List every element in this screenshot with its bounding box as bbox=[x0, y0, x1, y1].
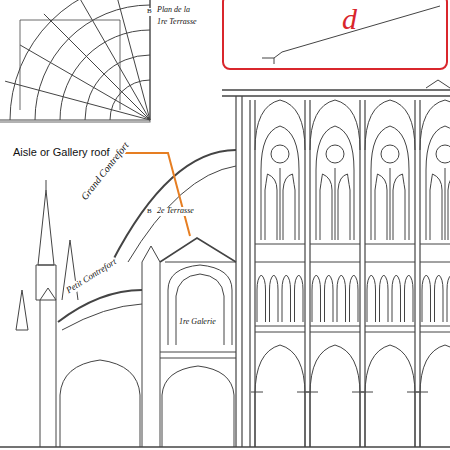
stroke bbox=[312, 275, 321, 322]
stroke bbox=[447, 275, 450, 322]
stroke bbox=[392, 275, 401, 322]
highlight-box: d bbox=[222, 0, 448, 70]
stroke bbox=[375, 168, 390, 240]
stroke bbox=[305, 100, 310, 447]
stroke bbox=[282, 275, 291, 322]
stroke bbox=[436, 145, 450, 163]
stroke bbox=[0, 120, 150, 121]
stroke bbox=[35, 5, 150, 120]
stroke bbox=[20, 20, 120, 110]
stroke bbox=[350, 275, 359, 322]
stroke bbox=[261, 126, 299, 240]
stroke bbox=[448, 174, 450, 240]
stroke bbox=[265, 168, 280, 240]
reference-letter: B bbox=[146, 8, 153, 16]
part-label: 2e Terrasse bbox=[156, 207, 195, 216]
stroke bbox=[365, 100, 415, 150]
stroke bbox=[257, 275, 266, 322]
stroke bbox=[255, 345, 305, 447]
stroke bbox=[380, 275, 389, 322]
part-label: Plan de la bbox=[156, 6, 191, 15]
stroke bbox=[10, 0, 150, 120]
stroke bbox=[367, 275, 376, 322]
stroke bbox=[5, 81, 150, 120]
stroke bbox=[150, 0, 151, 120]
stroke bbox=[416, 392, 450, 393]
part-label: Petit Contrefort bbox=[64, 257, 119, 297]
stroke bbox=[75, 0, 150, 120]
stroke bbox=[320, 168, 335, 240]
stroke bbox=[365, 244, 415, 262]
stroke bbox=[20, 45, 150, 120]
stroke bbox=[365, 326, 415, 332]
stroke bbox=[310, 244, 360, 262]
stroke bbox=[420, 244, 450, 262]
stroke bbox=[435, 275, 444, 322]
stroke bbox=[295, 275, 304, 322]
stroke bbox=[325, 275, 334, 322]
stroke bbox=[306, 392, 364, 393]
stroke bbox=[361, 392, 419, 393]
stroke bbox=[393, 174, 405, 240]
nave-bays bbox=[250, 100, 450, 447]
stroke bbox=[283, 174, 295, 240]
stroke bbox=[326, 145, 344, 163]
stroke bbox=[271, 145, 289, 163]
stroke bbox=[360, 100, 365, 447]
stroke bbox=[111, 0, 150, 120]
stroke bbox=[420, 345, 450, 447]
stroke bbox=[430, 168, 445, 240]
stroke bbox=[365, 345, 415, 447]
callout-label: Aisle or Gallery roof bbox=[12, 146, 111, 158]
stroke bbox=[255, 326, 305, 332]
stroke bbox=[381, 145, 399, 163]
reference-letter: B bbox=[146, 208, 153, 216]
box-letter: d bbox=[342, 2, 357, 35]
stroke bbox=[422, 275, 431, 322]
stroke bbox=[371, 126, 409, 240]
stroke bbox=[255, 244, 305, 262]
stroke bbox=[270, 275, 279, 322]
stroke bbox=[310, 100, 360, 150]
stroke bbox=[420, 100, 450, 150]
stroke bbox=[338, 174, 350, 240]
stroke bbox=[250, 100, 255, 447]
stroke bbox=[44, 14, 150, 120]
stroke bbox=[251, 392, 309, 393]
stroke bbox=[420, 326, 450, 332]
leader-line bbox=[124, 153, 190, 236]
stroke bbox=[337, 275, 346, 322]
stroke bbox=[415, 100, 420, 447]
stroke bbox=[316, 126, 354, 240]
stroke bbox=[310, 326, 360, 332]
stroke bbox=[255, 100, 305, 150]
part-label: 1re Terrasse bbox=[156, 18, 198, 27]
stroke bbox=[426, 126, 450, 240]
stroke bbox=[405, 275, 414, 322]
stroke bbox=[310, 345, 360, 447]
part-label: 1re Galerie bbox=[178, 318, 217, 327]
vault-plan-inset bbox=[0, 0, 150, 122]
